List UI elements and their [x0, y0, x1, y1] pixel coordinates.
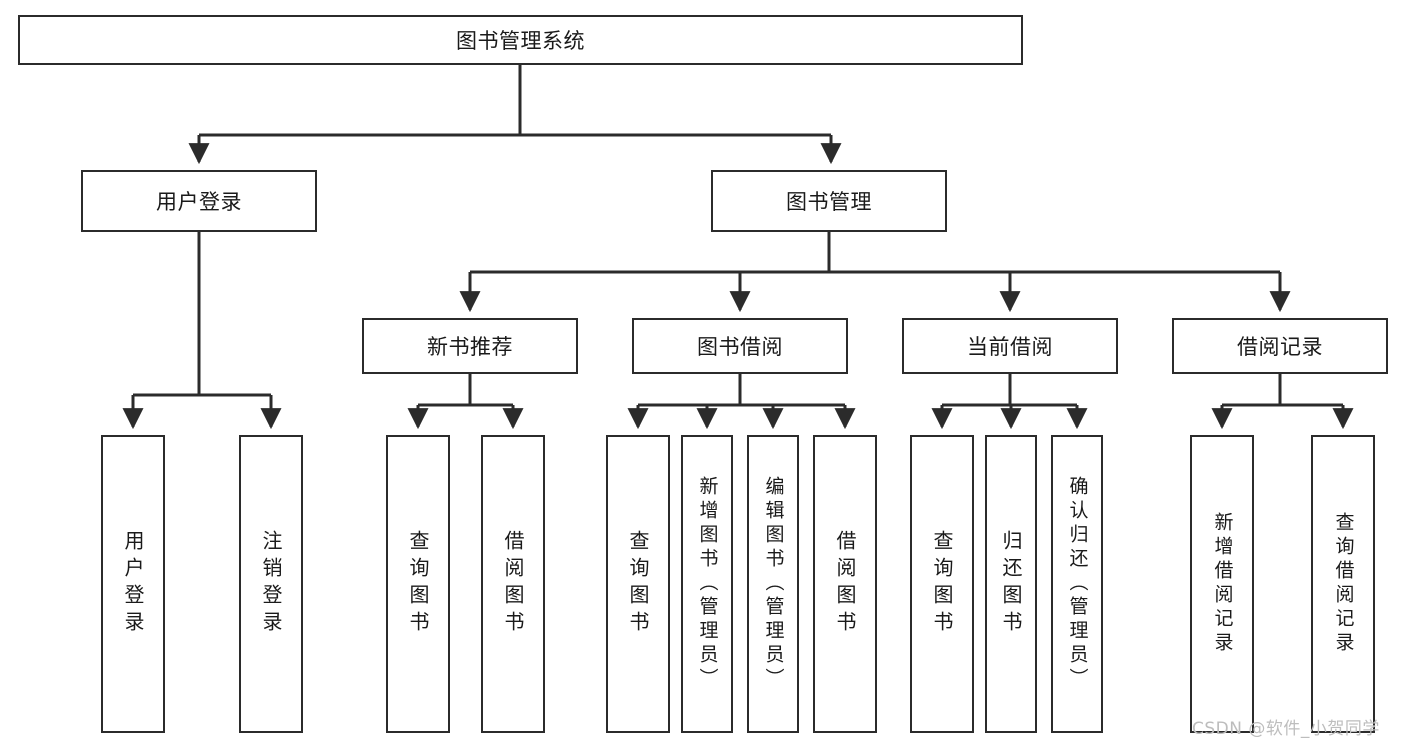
leaf-label: 归还图书 [999, 530, 1023, 638]
leaf-label: 用户登录 [121, 530, 145, 638]
leaf-label: 新增图书（管理员） [696, 476, 719, 692]
leaf-label: 查询借阅记录 [1332, 512, 1355, 656]
leaf-label: 新增借阅记录 [1211, 512, 1234, 656]
leaf-label: 查询图书 [930, 530, 954, 638]
leaf-node[interactable]: 查询图书 [910, 435, 974, 733]
node-user-login[interactable]: 用户登录 [81, 170, 317, 232]
leaf-node[interactable]: 查询图书 [386, 435, 450, 733]
leaf-node[interactable]: 借阅图书 [813, 435, 877, 733]
leaf-label: 编辑图书（管理员） [762, 476, 785, 692]
leaf-label: 借阅图书 [833, 530, 857, 638]
node-book-management[interactable]: 图书管理 [711, 170, 947, 232]
leaf-node[interactable]: 用户登录 [101, 435, 165, 733]
leaf-node[interactable]: 查询借阅记录 [1311, 435, 1375, 733]
node-root-system[interactable]: 图书管理系统 [18, 15, 1023, 65]
node-new-book-recommend[interactable]: 新书推荐 [362, 318, 578, 374]
leaf-node[interactable]: 确认归还（管理员） [1051, 435, 1103, 733]
leaf-node[interactable]: 归还图书 [985, 435, 1037, 733]
leaf-node[interactable]: 注销登录 [239, 435, 303, 733]
node-borrow-record[interactable]: 借阅记录 [1172, 318, 1388, 374]
leaf-node[interactable]: 借阅图书 [481, 435, 545, 733]
leaf-node[interactable]: 新增图书（管理员） [681, 435, 733, 733]
node-book-borrow[interactable]: 图书借阅 [632, 318, 848, 374]
leaf-label: 确认归还（管理员） [1066, 476, 1089, 692]
leaf-label: 借阅图书 [501, 530, 525, 638]
leaf-node[interactable]: 编辑图书（管理员） [747, 435, 799, 733]
csdn-watermark: CSDN @软件_小贺同学 [1192, 719, 1380, 739]
leaf-label: 查询图书 [406, 530, 430, 638]
leaf-label: 注销登录 [259, 530, 283, 638]
leaf-label: 查询图书 [626, 530, 650, 638]
node-current-borrow[interactable]: 当前借阅 [902, 318, 1118, 374]
leaf-node[interactable]: 新增借阅记录 [1190, 435, 1254, 733]
leaf-node[interactable]: 查询图书 [606, 435, 670, 733]
